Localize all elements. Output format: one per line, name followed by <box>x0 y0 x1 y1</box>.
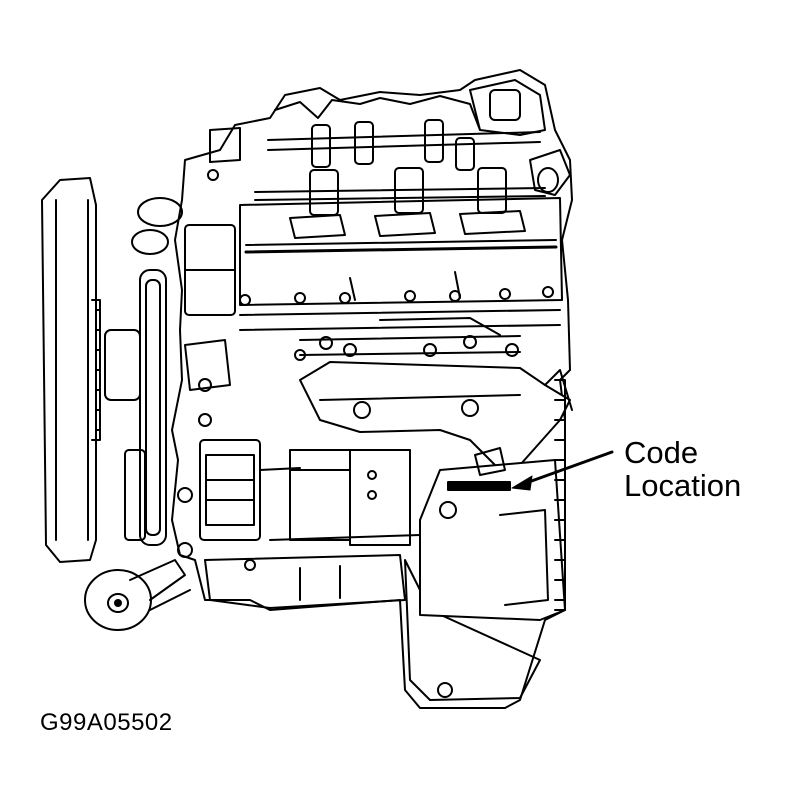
code-location-mark <box>448 482 510 490</box>
callout-leader <box>512 452 612 490</box>
flywheel <box>420 380 565 620</box>
callout-line-2: Location <box>624 468 742 503</box>
callout-line-1: Code <box>624 435 699 470</box>
intake-manifold <box>268 80 570 195</box>
cooling-fan <box>42 178 100 562</box>
cylinder-head <box>240 310 560 360</box>
lower-block <box>178 340 420 557</box>
timing-cover <box>132 128 240 315</box>
callout-label: Code Location <box>624 436 741 502</box>
valve-cover <box>240 198 562 305</box>
figure-id: G99A05502 <box>40 709 173 736</box>
idler-pulley <box>85 560 190 630</box>
crank-pulley <box>105 270 166 545</box>
